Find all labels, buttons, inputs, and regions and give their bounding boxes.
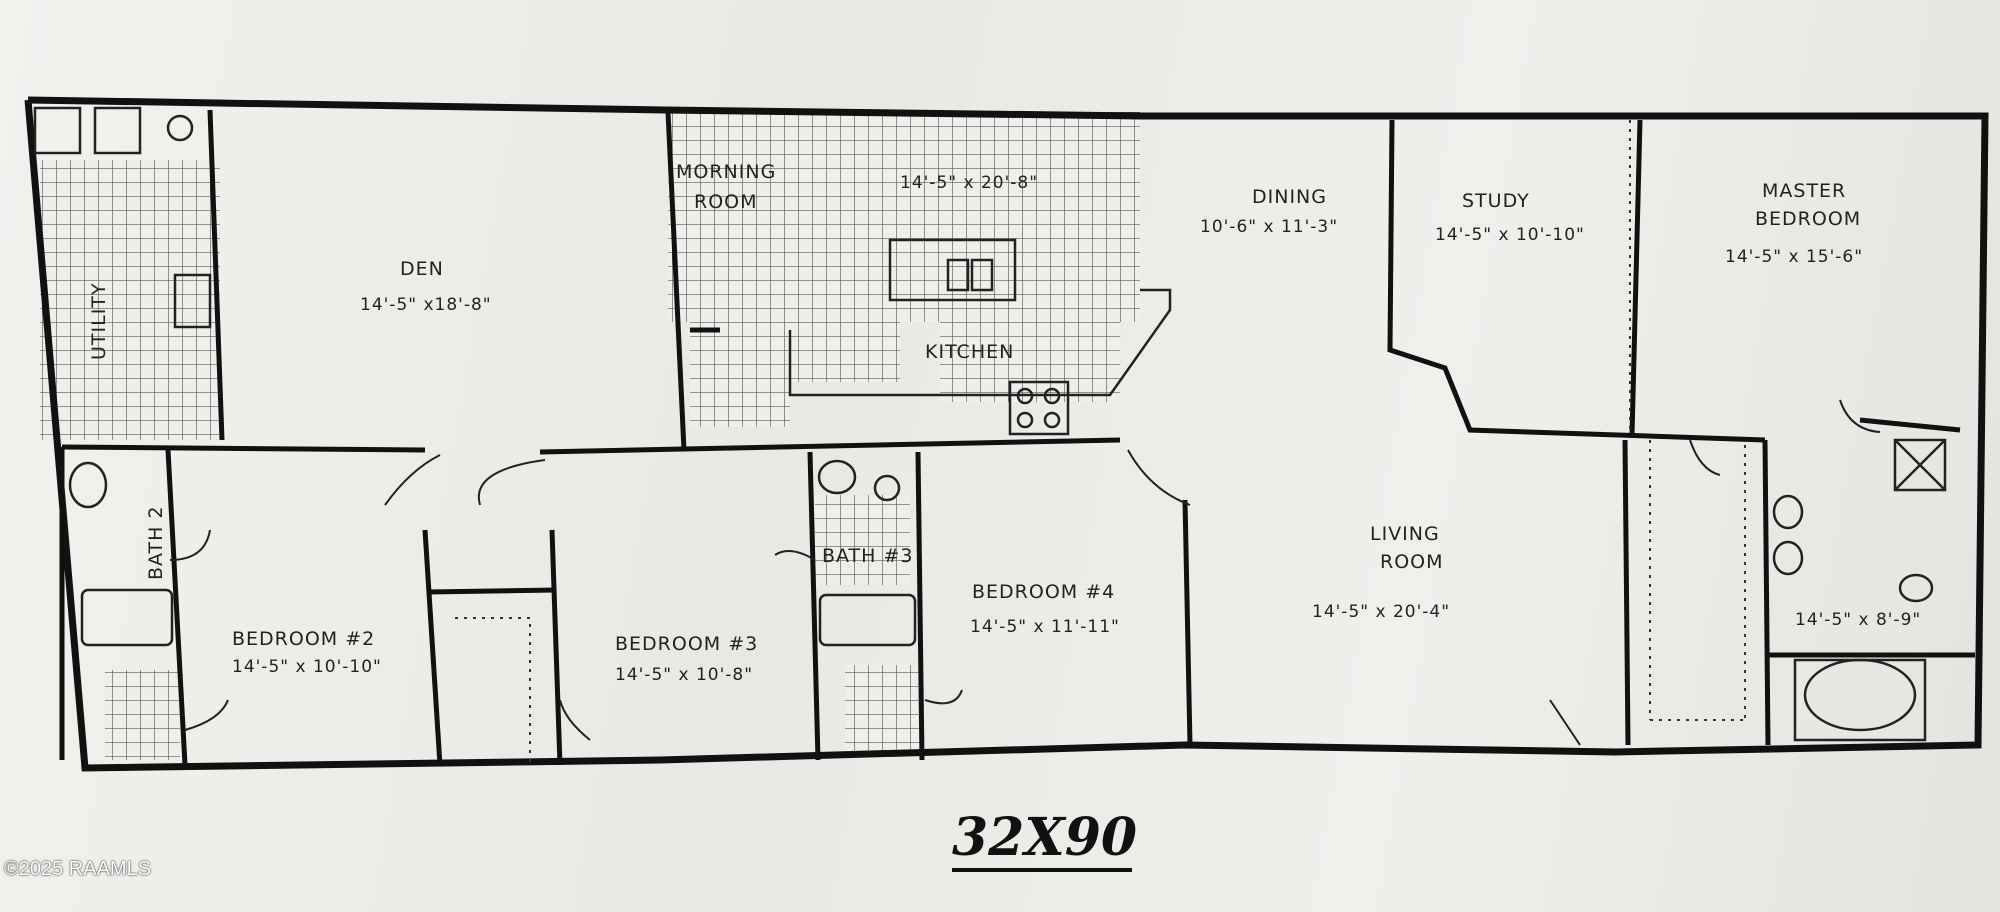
living-label-2: ROOM xyxy=(1380,551,1444,573)
study-dims: 14'-5" x 10'-10" xyxy=(1435,225,1585,245)
bedroom3-label: BEDROOM #3 xyxy=(615,633,758,655)
master-label-2: BEDROOM xyxy=(1755,208,1861,230)
fixtures xyxy=(33,106,1947,742)
model-title: 32X90 xyxy=(952,808,1137,872)
door-swings xyxy=(169,399,1881,746)
den-dims: 14'-5" x18'-8" xyxy=(360,295,492,315)
bedroom2-dims: 14'-5" x 10'-10" xyxy=(232,657,382,677)
tiled-floors xyxy=(40,112,1140,760)
bedroom2-label: BEDROOM #2 xyxy=(232,628,375,650)
dining-dims: 10'-6" x 11'-3" xyxy=(1200,217,1338,237)
room-labels: DEN 14'-5" x18'-8" MORNING ROOM 14'-5" x… xyxy=(88,161,1921,685)
bath2-label: BATH 2 xyxy=(145,505,167,580)
interior-walls xyxy=(59,109,1975,766)
morning-label-2: ROOM xyxy=(694,191,758,213)
bedroom3-dims: 14'-5" x 10'-8" xyxy=(615,665,753,685)
living-label-1: LIVING xyxy=(1370,523,1440,545)
closet-lines xyxy=(455,120,1746,765)
bath3-label: BATH #3 xyxy=(822,545,914,567)
bedroom4-label: BEDROOM #4 xyxy=(972,581,1115,603)
study-label: STUDY xyxy=(1462,190,1530,212)
master-bath-dims: 14'-5" x 8'-9" xyxy=(1795,610,1921,630)
master-label-1: MASTER xyxy=(1762,180,1846,202)
den-label: DEN xyxy=(400,258,444,280)
exterior-walls xyxy=(24,96,1989,772)
kitchen-dims: 14'-5" x 20'-8" xyxy=(900,173,1038,193)
morning-label-1: MORNING xyxy=(676,161,776,183)
watermark-text: ©2025 RAAMLS xyxy=(4,858,152,880)
master-dims: 14'-5" x 15'-6" xyxy=(1725,247,1863,267)
kitchen-label: KITCHEN xyxy=(925,341,1014,363)
living-dims: 14'-5" x 20'-4" xyxy=(1312,602,1450,622)
bedroom4-dims: 14'-5" x 11'-11" xyxy=(970,617,1120,637)
dining-label: DINING xyxy=(1252,186,1327,208)
utility-label: UTILITY xyxy=(88,282,110,360)
